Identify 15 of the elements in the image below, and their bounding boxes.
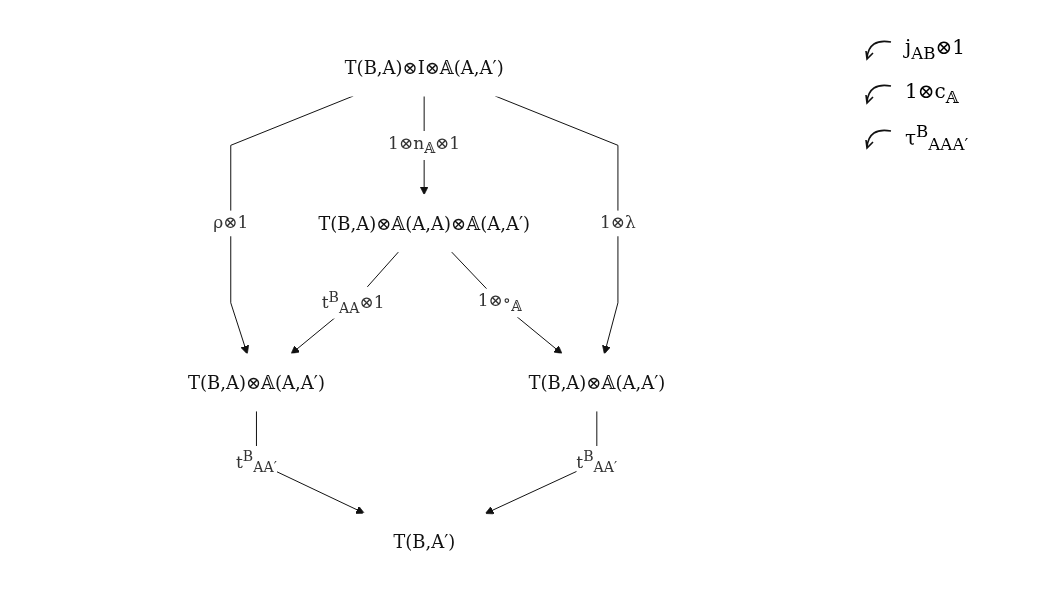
edge-label: t$^{B}$$_{AA}$⊗1 [321,288,385,316]
edge-label: 1⊗∘$_{𝔸}$ [477,290,522,314]
edge-label: ρ⊗1 [213,212,249,233]
two-cell-label: j$_{AB}$⊗1 [905,35,965,63]
edge-label: 1⊗λ [599,212,636,233]
arrow [450,251,563,355]
node-text: T(B,A)⊗I⊗𝔸(A,A′) [344,56,504,78]
node-text: T(B,A′) [393,531,456,553]
arrow [290,251,400,355]
node-text: T(B,A)⊗𝔸(A,A)⊗𝔸(A,A′) [318,212,530,234]
node-text: T(B,A)⊗𝔸(A,A′) [528,371,666,393]
edge-label: 1⊗n$_{𝔸}$⊗1 [387,132,461,157]
node-text: T(B,A)⊗𝔸(A,A′) [187,371,325,393]
two-cell-label: 1⊗c$_{𝔸}$ [905,79,959,107]
arrow [230,95,354,355]
